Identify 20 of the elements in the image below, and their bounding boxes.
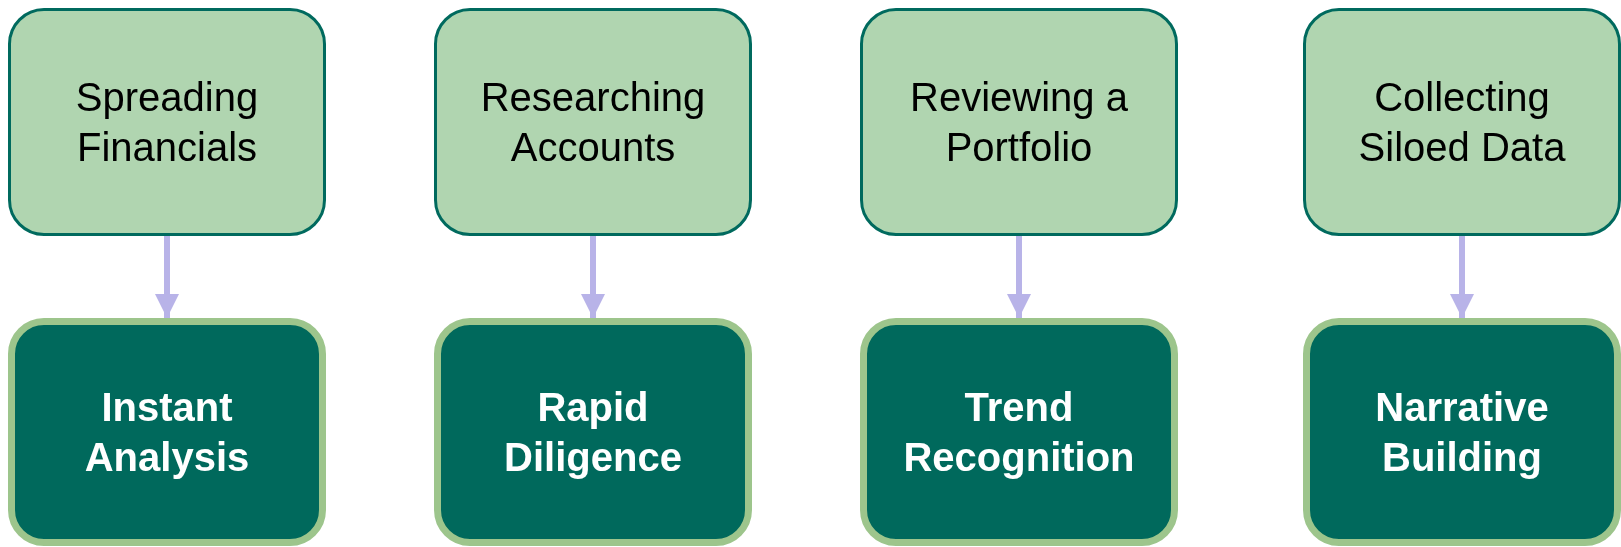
- outcome-box: [1303, 318, 1621, 546]
- box-label: Collecting Siloed Data: [1357, 74, 1567, 171]
- box-label: Narrative Building: [1374, 384, 1550, 481]
- arrow: [1450, 236, 1474, 318]
- arrow: [1007, 236, 1031, 318]
- task-box: [434, 8, 752, 236]
- box-label: Reviewing a Portfolio: [909, 74, 1129, 171]
- outcome-box: [860, 318, 1178, 546]
- box-label: Researching Accounts: [479, 74, 707, 171]
- arrow: [155, 236, 179, 318]
- outcome-box: [434, 318, 752, 546]
- arrow: [581, 236, 605, 318]
- box-label: Rapid Diligence: [503, 384, 683, 481]
- outcome-box: [8, 318, 326, 546]
- box-label: Spreading Financials: [74, 74, 260, 171]
- box-label: Trend Recognition: [902, 384, 1136, 481]
- task-box: [8, 8, 326, 236]
- task-box: [860, 8, 1178, 236]
- task-box: [1303, 8, 1621, 236]
- box-label: Instant Analysis: [83, 384, 251, 481]
